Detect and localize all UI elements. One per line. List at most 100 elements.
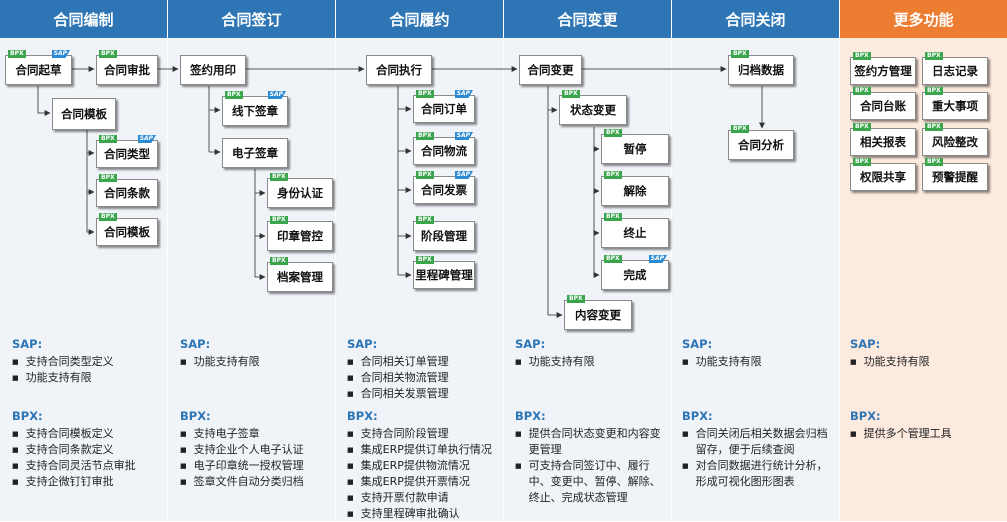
note-item: ■ 合同关闭后相关数据会归档留存，便于后续查阅 bbox=[682, 426, 834, 458]
content-change-box[interactable]: BPX 内容变更 bbox=[564, 295, 632, 330]
note-item: ■ 功能支持有限 bbox=[12, 370, 162, 386]
sign-seal-box[interactable]: 签约用印 bbox=[180, 55, 246, 85]
box-label: 合同订单 bbox=[421, 102, 467, 116]
note-text: 合同关闭后相关数据会归档留存，便于后续查阅 bbox=[695, 427, 828, 456]
bullet-icon: ■ bbox=[850, 358, 857, 366]
box-label: 合同发票 bbox=[421, 183, 467, 197]
bpx-tag: BPX bbox=[416, 90, 434, 98]
note-item: ■支持合同条款定义 bbox=[12, 442, 162, 458]
bpx-tag: BPX bbox=[99, 174, 117, 182]
warning-alert-box[interactable]: BPX 预警提醒 bbox=[922, 158, 988, 191]
terminate-box[interactable]: BPX 终止 bbox=[601, 213, 669, 248]
major-events-box[interactable]: BPX 重大事项 bbox=[922, 87, 988, 120]
sap-notes-title: SAP: bbox=[347, 337, 378, 351]
bpx-notes-title: BPX: bbox=[850, 409, 881, 423]
archive-management-box[interactable]: BPX 档案管理 bbox=[267, 257, 333, 292]
note-text: 支持合同灵活节点审批 bbox=[25, 459, 136, 472]
bpx-notes-title: BPX: bbox=[515, 409, 546, 423]
electronic-sign-box[interactable]: 电子签章 bbox=[222, 138, 288, 168]
bullet-icon: ■ bbox=[515, 430, 522, 438]
notes-col5-sap: SAP: ■功能支持有限 bbox=[682, 336, 832, 370]
bullet-icon: ■ bbox=[347, 446, 354, 454]
note-item: ■合同相关订单管理 bbox=[347, 354, 502, 370]
bullet-icon: ■ bbox=[347, 390, 354, 398]
box-label: 合同模板 bbox=[61, 107, 107, 121]
note-item: ■集成ERP提供物流情况 bbox=[347, 458, 505, 474]
contract-analysis-box[interactable]: BPX 合同分析 bbox=[728, 125, 794, 160]
signatory-management-box[interactable]: BPX 签约方管理 bbox=[850, 52, 916, 85]
complete-box[interactable]: BPX SAP 完成 bbox=[601, 255, 669, 290]
sap-tag: SAP bbox=[648, 255, 667, 263]
note-text: 功能支持有限 bbox=[25, 371, 92, 384]
risk-rectification-box[interactable]: BPX 风险整改 bbox=[922, 123, 988, 156]
column-header: 合同编制 bbox=[0, 0, 167, 38]
milestone-management-box[interactable]: BPX 里程碑管理 bbox=[413, 256, 475, 289]
notes-col6-sap: SAP: ■功能支持有限 bbox=[850, 336, 1000, 370]
bpx-tag: BPX bbox=[99, 50, 117, 58]
contract-type-box[interactable]: BPX SAP 合同类型 bbox=[96, 135, 158, 168]
note-text: 集成ERP提供物流情况 bbox=[360, 459, 470, 472]
seal-control-box[interactable]: BPX 印章管控 bbox=[267, 216, 333, 251]
note-text: 集成ERP提供开票情况 bbox=[360, 475, 470, 488]
box-label: 线下签章 bbox=[232, 104, 278, 118]
release-box[interactable]: BPX 解除 bbox=[601, 171, 669, 206]
box-label: 终止 bbox=[623, 226, 647, 240]
note-text: 功能支持有限 bbox=[528, 355, 595, 368]
note-text: 提供合同状态变更和内容变更管理 bbox=[528, 427, 661, 456]
note-item: ■ 支持合同灵活节点审批 bbox=[12, 458, 162, 474]
bullet-icon: ■ bbox=[12, 462, 19, 470]
bullet-icon: ■ bbox=[12, 430, 19, 438]
contract-template-group-box[interactable]: 合同模板 bbox=[52, 98, 116, 130]
contract-execution-box[interactable]: 合同执行 bbox=[366, 55, 432, 85]
box-label: 预警提醒 bbox=[932, 170, 978, 184]
contract-draft-box[interactable]: BPX SAP 合同起草 bbox=[5, 50, 72, 85]
suspend-box[interactable]: BPX 暂停 bbox=[601, 129, 669, 164]
contract-logistics-box[interactable]: BPX SAP 合同物流 bbox=[413, 132, 475, 165]
notes-col1-bpx: BPX: ■支持合同模板定义 ■支持合同条款定义 ■支持合同灵活节点审批 ■支持… bbox=[12, 408, 162, 490]
status-change-box[interactable]: BPX 状态变更 bbox=[559, 90, 627, 125]
contract-invoice-box[interactable]: BPX SAP 合同发票 bbox=[413, 171, 475, 204]
note-item: ■支持企业个人电子认证 bbox=[180, 442, 330, 458]
column-header: 合同履约 bbox=[336, 0, 503, 38]
sap-notes-title: SAP: bbox=[850, 337, 881, 351]
bpx-tag: BPX bbox=[416, 132, 434, 140]
note-item: ■ 提供合同状态变更和内容变更管理 bbox=[515, 426, 665, 458]
bullet-icon: ■ bbox=[180, 358, 187, 366]
note-text: 对合同数据进行统计分析，形成可视化图形图表 bbox=[695, 459, 828, 488]
column-header: 合同变更 bbox=[504, 0, 671, 38]
stage-management-box[interactable]: BPX 阶段管理 bbox=[413, 216, 475, 251]
note-item: ■提供多个管理工具 bbox=[850, 426, 1000, 442]
bullet-icon: ■ bbox=[850, 430, 857, 438]
note-item: ■可支持合同签订中、履行中、变更中、暂停、解除、终止、完成状态管理 bbox=[515, 458, 665, 506]
sap-tag: SAP bbox=[267, 91, 286, 99]
note-text: 合同相关发票管理 bbox=[360, 387, 449, 400]
contract-clause-box[interactable]: BPX 合同条款 bbox=[96, 174, 158, 207]
contract-ledger-box[interactable]: BPX 合同台账 bbox=[850, 87, 916, 120]
contract-approve-box[interactable]: BPX 合同审批 bbox=[96, 50, 158, 85]
offline-sign-box[interactable]: BPX SAP 线下签章 bbox=[222, 91, 288, 126]
permission-sharing-box[interactable]: BPX 权限共享 bbox=[850, 158, 916, 191]
note-item: ■集成ERP提供订单执行情况 bbox=[347, 442, 505, 458]
bullet-icon: ■ bbox=[12, 374, 19, 382]
related-reports-box[interactable]: BPX 相关报表 bbox=[850, 123, 916, 156]
archive-data-box[interactable]: BPX 归档数据 bbox=[728, 50, 794, 85]
box-label: 归档数据 bbox=[738, 63, 784, 77]
bpx-tag: BPX bbox=[416, 171, 434, 179]
sap-tag: SAP bbox=[454, 171, 473, 179]
log-record-box[interactable]: BPX 日志记录 bbox=[922, 52, 988, 85]
contract-template-box[interactable]: BPX 合同模板 bbox=[96, 213, 158, 246]
column-header: 更多功能 bbox=[840, 0, 1007, 38]
identity-auth-box[interactable]: BPX 身份认证 bbox=[267, 173, 333, 208]
contract-change-box[interactable]: 合同变更 bbox=[519, 55, 582, 85]
bpx-tag: BPX bbox=[604, 255, 622, 263]
bpx-tag: BPX bbox=[853, 158, 871, 166]
bullet-icon: ■ bbox=[180, 430, 187, 438]
contract-order-box[interactable]: BPX SAP 合同订单 bbox=[413, 90, 475, 123]
box-label: 重大事项 bbox=[932, 99, 978, 113]
bullet-icon: ■ bbox=[682, 430, 689, 438]
sap-tag: SAP bbox=[137, 135, 156, 143]
note-text: 支持合同条款定义 bbox=[25, 443, 114, 456]
bullet-icon: ■ bbox=[682, 358, 689, 366]
sap-tag: SAP bbox=[51, 50, 70, 58]
bpx-tag: BPX bbox=[925, 52, 943, 60]
